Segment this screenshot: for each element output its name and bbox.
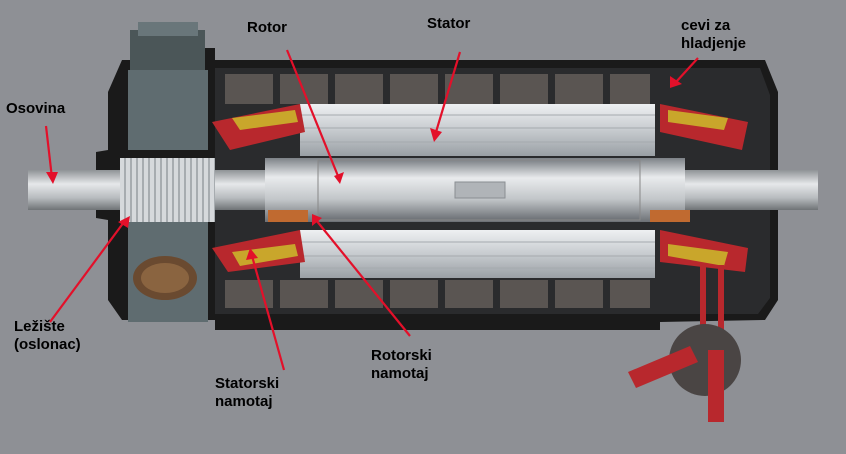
label-bearing: Ležište (oslonac) <box>14 318 81 353</box>
label-rotor-winding: Rotorski namotaj <box>371 347 432 382</box>
rotor <box>265 158 685 222</box>
label-stator-winding: Statorski namotaj <box>215 375 280 410</box>
label-shaft: Osovina <box>6 100 66 117</box>
arrow-statorski <box>250 255 286 371</box>
arrow-stator <box>434 51 462 133</box>
arrow-osovina <box>44 125 54 179</box>
cooling-pipes <box>628 265 741 422</box>
arrow-rotor <box>285 49 340 177</box>
arrow-leziste <box>49 221 125 323</box>
stator-windings <box>212 104 748 272</box>
label-stator: Stator <box>427 15 471 32</box>
stator-core <box>300 104 655 278</box>
label-rotor: Rotor <box>247 19 287 36</box>
arrow-rotorski <box>315 219 411 337</box>
pointer-arrows <box>44 49 699 371</box>
label-cooling-pipes: cevi za hladjenje <box>681 17 747 52</box>
arrow-cevi <box>675 57 699 83</box>
